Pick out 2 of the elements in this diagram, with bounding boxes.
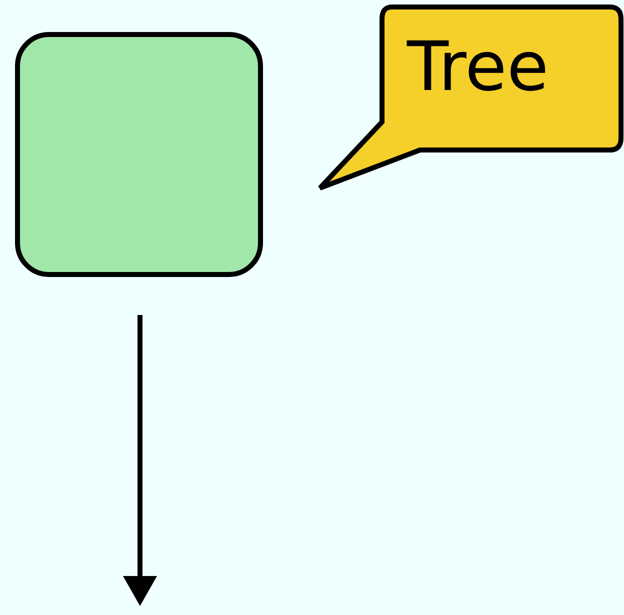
rounded-square (15, 32, 263, 277)
callout-text: Tree (407, 27, 549, 109)
